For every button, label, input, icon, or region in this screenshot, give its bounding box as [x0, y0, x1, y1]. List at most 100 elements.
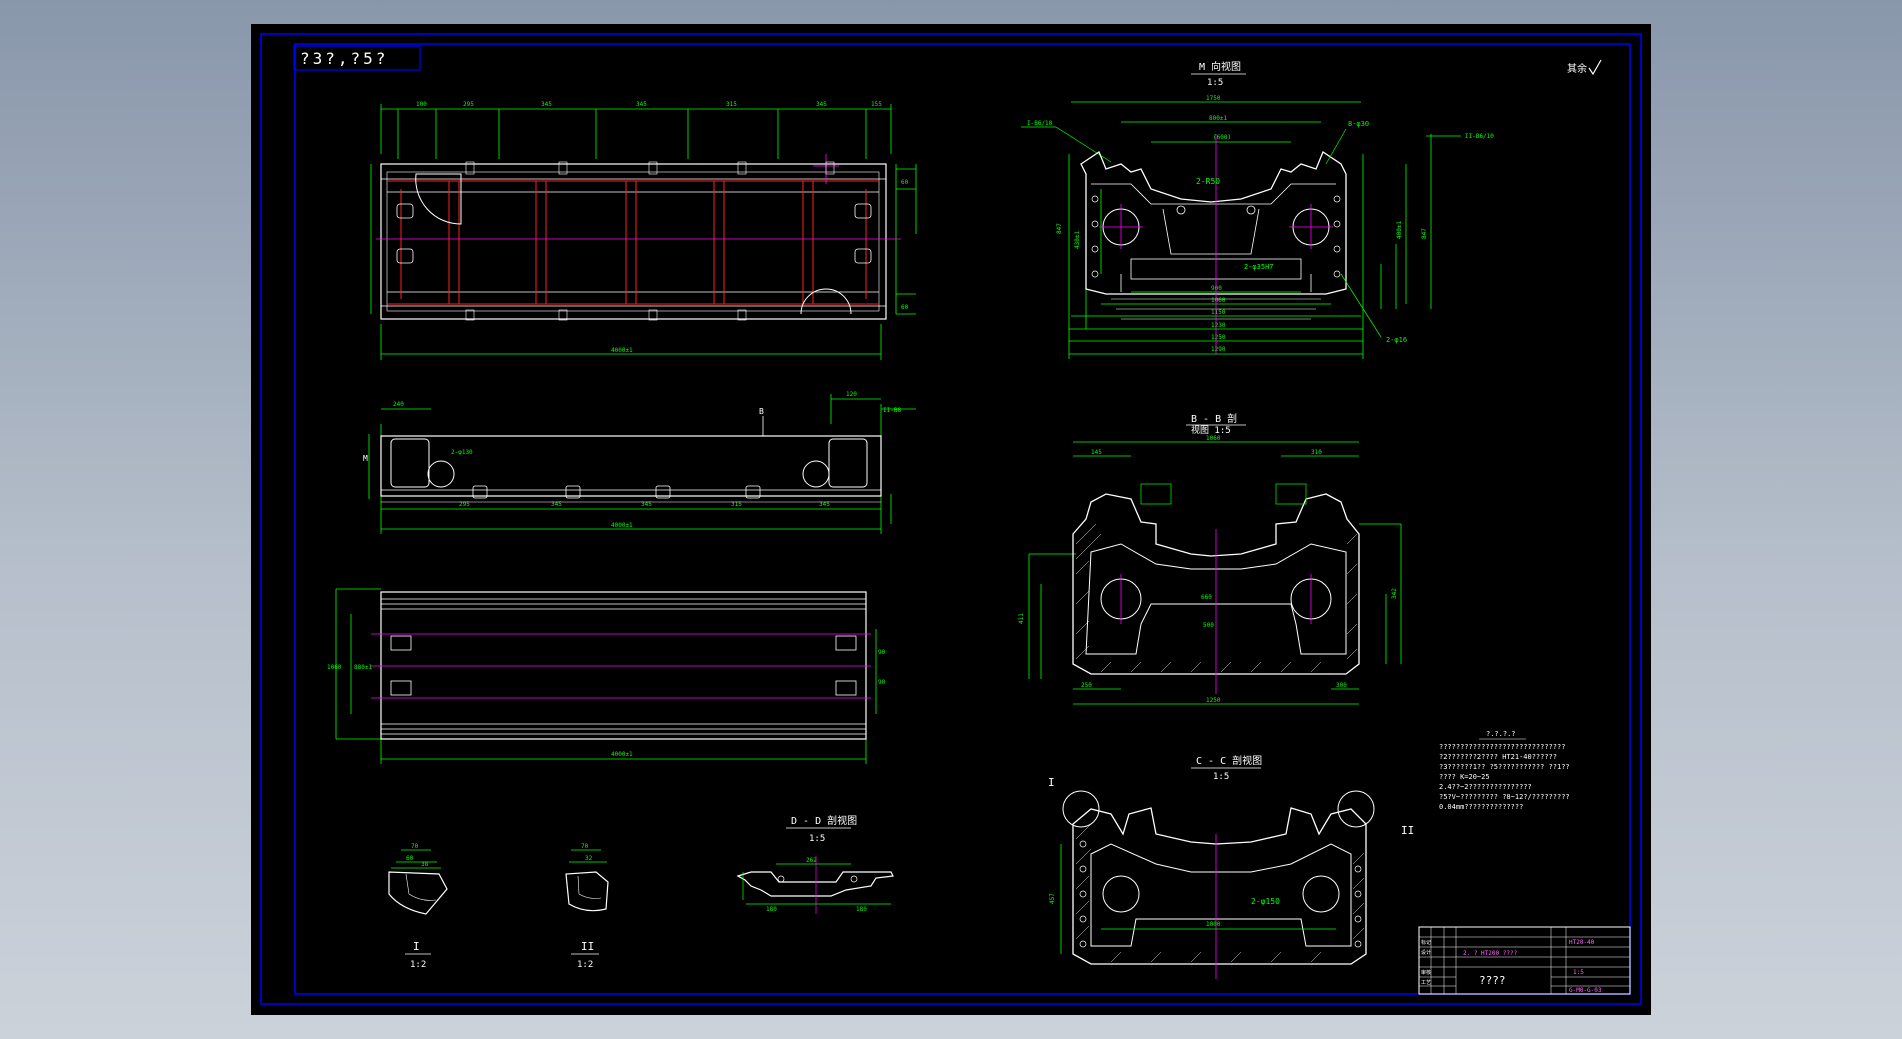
- svg-text:880±1: 880±1: [354, 664, 372, 671]
- section-cc[interactable]: C - C 剖视图 1:5 I II: [1048, 754, 1414, 979]
- notes-line-7: 0.04mm??????????????: [1439, 803, 1523, 811]
- svg-text:145: 145: [1091, 449, 1102, 456]
- svg-text:900: 900: [1211, 285, 1222, 292]
- section-dd-title: D - D 剖视图: [791, 814, 857, 827]
- svg-text:32: 32: [585, 855, 593, 862]
- svg-text:500: 500: [1203, 622, 1214, 629]
- svg-text:345: 345: [641, 501, 652, 508]
- svg-text:1060: 1060: [327, 664, 342, 671]
- svg-text:1060: 1060: [1211, 297, 1226, 304]
- notes-line-2: ?2???????2???? HT21-40??????: [1439, 753, 1557, 761]
- notes-line-6: ?5?V~????????? ?8~12?/?????????: [1439, 793, 1570, 801]
- svg-text:310: 310: [1311, 449, 1322, 456]
- svg-text:345: 345: [819, 501, 830, 508]
- bottom-plan-view[interactable]: 4000±1 1060 880±1 90 90: [327, 588, 886, 764]
- svg-text:240: 240: [393, 401, 404, 408]
- svg-text:4000±1: 4000±1: [611, 347, 633, 354]
- outer-frame: [260, 33, 1642, 1005]
- svg-text:1000: 1000: [1206, 921, 1221, 928]
- callout-phi35: 2-φ35H7: [1244, 263, 1274, 271]
- svg-text:660: 660: [1201, 594, 1212, 601]
- drawing-canvas[interactable]: ?3?,?5? 其余: [251, 24, 1651, 1015]
- svg-text:1230: 1230: [1211, 322, 1226, 329]
- svg-text:800±1: 800±1: [1209, 115, 1227, 122]
- callout-phi150: 2-φ150: [1251, 897, 1280, 906]
- callout-r50: 2-R50: [1196, 177, 1220, 186]
- svg-text:457: 457: [1049, 893, 1056, 904]
- svg-text:4000±1: 4000±1: [611, 522, 633, 529]
- drawing-sheet: ?3?,?5? 其余: [251, 24, 1651, 1015]
- title-block-row-3: 审核: [1421, 969, 1431, 976]
- svg-text:342: 342: [1391, 588, 1398, 599]
- title-block-material: HT20-40: [1569, 939, 1595, 946]
- svg-text:90: 90: [878, 649, 886, 656]
- svg-text:847: 847: [1421, 228, 1428, 239]
- svg-text:70: 70: [581, 843, 589, 850]
- title-block[interactable]: 标记 设计 审核 工艺 2. ? HT200 ???? ???? HT20-40…: [1418, 926, 1631, 995]
- section-dd-scale: 1:5: [809, 834, 825, 844]
- svg-text:70: 70: [411, 843, 419, 850]
- svg-text:155: 155: [871, 101, 882, 108]
- notes-line-3: ?3??????1?? ?5??????????? ??1??: [1439, 763, 1570, 771]
- title-tag-box: [293, 45, 421, 71]
- svg-text:120: 120: [846, 391, 857, 398]
- title-tag: ?3?,?5?: [300, 49, 388, 68]
- svg-text:38: 38: [421, 861, 429, 868]
- title-block-row-4: 工艺: [1421, 980, 1431, 986]
- svg-text:90: 90: [878, 679, 886, 686]
- svg-text:60: 60: [406, 855, 414, 862]
- svg-text:250: 250: [1081, 682, 1092, 689]
- svg-text:1750: 1750: [1206, 95, 1221, 102]
- callout-phi16: 2-φ16: [1386, 336, 1407, 344]
- roughness-check-icon: [1588, 59, 1602, 76]
- svg-text:315: 315: [731, 501, 742, 508]
- svg-text:262: 262: [806, 857, 817, 864]
- section-bb-title: B - B 剖: [1191, 412, 1237, 425]
- svg-text:II-B8: II-B8: [883, 407, 901, 414]
- title-block-name-prefix: 2. ? HT200 ????: [1463, 950, 1518, 957]
- svg-text:1150: 1150: [1211, 309, 1226, 316]
- technical-notes: ?.?.?.? ?????????????????????????????? ?…: [1439, 730, 1570, 811]
- svg-text:345: 345: [551, 501, 562, 508]
- notes-line-5: 2.4??~2???????????????: [1439, 783, 1532, 791]
- svg-text:430±1: 430±1: [1074, 231, 1081, 249]
- svg-text:315: 315: [726, 101, 737, 108]
- detail-ii-label: II: [581, 940, 594, 953]
- svg-text:345: 345: [816, 101, 827, 108]
- svg-text:2-φ130: 2-φ130: [451, 449, 473, 456]
- callout-i: I: [1048, 776, 1055, 789]
- svg-text:400±1: 400±1: [1396, 221, 1403, 239]
- notes-line-1: ??????????????????????????????: [1439, 743, 1565, 751]
- svg-text:1250: 1250: [1206, 697, 1221, 704]
- m-view[interactable]: M 向视图 1:5: [1021, 60, 1494, 359]
- svg-text:(600): (600): [1213, 134, 1231, 141]
- svg-text:411: 411: [1018, 613, 1025, 624]
- m-view-scale: 1:5: [1207, 78, 1223, 88]
- title-block-part-name: ????: [1479, 974, 1506, 987]
- title-block-row-1: 标记: [1421, 939, 1431, 946]
- title-block-row-2: 设计: [1421, 949, 1431, 956]
- corner-mark-text: 其余: [1567, 62, 1587, 75]
- svg-text:300: 300: [1336, 682, 1347, 689]
- section-bb[interactable]: B - B 剖 视图 1:5: [1018, 412, 1402, 705]
- inner-frame: [294, 43, 1631, 995]
- svg-text:345: 345: [541, 101, 552, 108]
- section-cc-scale: 1:5: [1213, 772, 1229, 782]
- m-view-title: M 向视图: [1199, 60, 1241, 73]
- svg-text:295: 295: [463, 101, 474, 108]
- svg-text:1290: 1290: [1211, 346, 1226, 353]
- svg-text:II-B6/10: II-B6/10: [1465, 133, 1494, 140]
- detail-i-scale: 1:2: [410, 960, 426, 970]
- svg-text:60: 60: [901, 304, 909, 311]
- svg-text:180: 180: [766, 906, 777, 913]
- title-block-scale: 1:5: [1573, 969, 1584, 976]
- notes-line-4: ???? K=20~25: [1439, 773, 1490, 781]
- svg-text:60: 60: [901, 179, 909, 186]
- svg-text:4000±1: 4000±1: [611, 751, 633, 758]
